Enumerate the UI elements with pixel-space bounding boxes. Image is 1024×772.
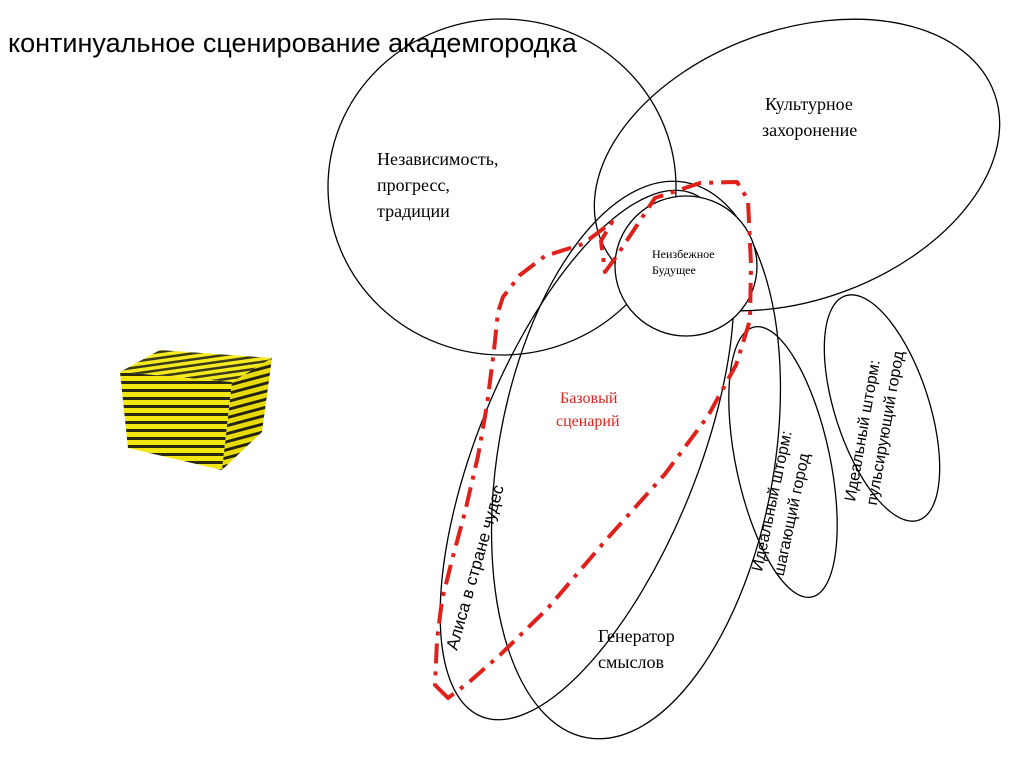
label-alice: Алиса в стране чудес bbox=[443, 482, 508, 652]
ellipse-independence bbox=[327, 18, 677, 356]
cube-side-face bbox=[222, 358, 272, 470]
cube-top-face bbox=[120, 350, 272, 382]
cube-front-face bbox=[120, 372, 232, 470]
ellipse-walking bbox=[728, 326, 838, 598]
ellipse-cultural bbox=[593, 18, 1001, 312]
label-generator: Генератор смыслов bbox=[598, 626, 679, 672]
label-walking: Идеальный шторм: шагающий город bbox=[749, 425, 818, 578]
label-independence: Независимость, прогресс, традиции bbox=[377, 149, 503, 221]
page-title: континуальное сценирование академгородка bbox=[8, 28, 577, 58]
label-cultural: Культурное захоронение bbox=[762, 94, 857, 140]
circle-inevitable bbox=[614, 195, 758, 337]
label-pulsing: Идеальный шторм: пульсирующий город bbox=[842, 345, 908, 506]
label-base-scenario: Базовый сценарий bbox=[556, 390, 621, 430]
ellipse-pulsing bbox=[823, 294, 941, 522]
label-inevitable: Неизбежное Будущее bbox=[652, 247, 718, 277]
ellipse-generator bbox=[490, 180, 782, 740]
base-scenario-path bbox=[433, 180, 753, 700]
striped-cube-icon bbox=[120, 350, 272, 470]
